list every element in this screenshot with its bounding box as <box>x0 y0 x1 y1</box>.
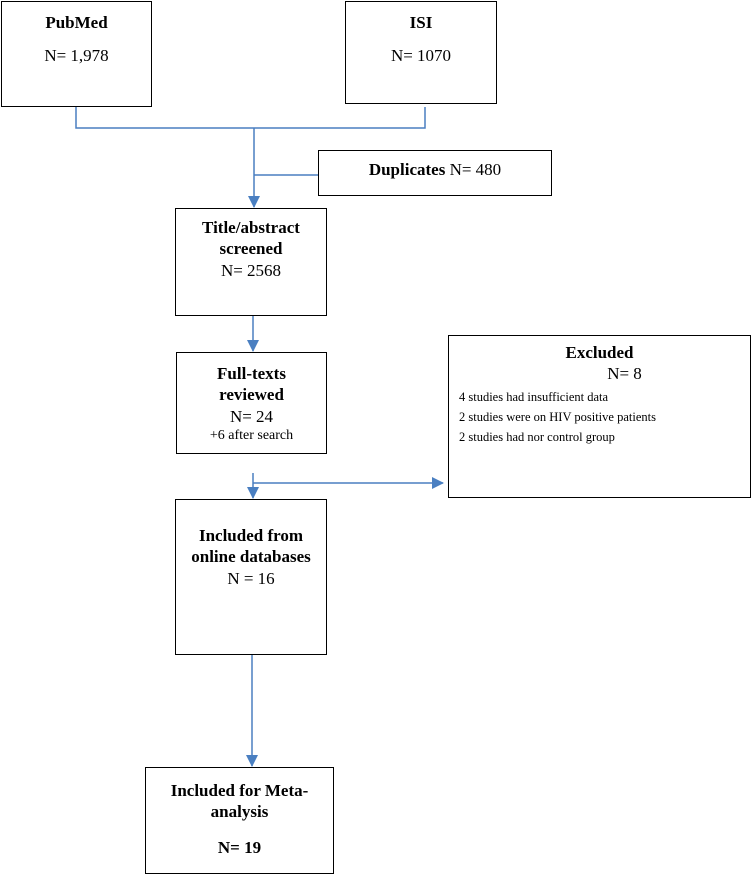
fulltext-line1: Full-texts <box>217 364 286 383</box>
isi-count: N= 1070 <box>390 46 452 66</box>
screened-box: Title/abstract screened N= 2568 <box>175 208 327 316</box>
included-online-line2: online databases <box>191 547 311 567</box>
fulltext-box: Full-texts reviewed N= 24 +6 after searc… <box>176 352 327 454</box>
excluded-box: Excluded N= 8 4 studies had insufficient… <box>448 335 751 498</box>
duplicates-title: Duplicates <box>368 160 446 179</box>
included-meta-box: Included for Meta- analysis N= 19 <box>145 767 334 874</box>
isi-box: ISI N= 1070 <box>345 1 497 104</box>
included-meta-line2: analysis <box>210 802 269 822</box>
included-meta-count: N= 19 <box>217 837 262 857</box>
pubmed-count: N= 1,978 <box>44 46 109 66</box>
screened-count: N= 2568 <box>220 260 282 280</box>
pubmed-box: PubMed N= 1,978 <box>1 1 152 107</box>
included-online-line1: Included from <box>198 526 304 545</box>
included-online-box: Included from online databases N = 16 <box>175 499 327 655</box>
duplicates-count: N= 480 <box>445 160 502 179</box>
pubmed-title: PubMed <box>45 13 108 32</box>
screened-line2: screened <box>219 239 283 259</box>
included-meta-line1: Included for Meta- <box>170 781 309 800</box>
fulltext-count: N= 24 <box>229 406 274 426</box>
excluded-reason: 4 studies had insufficient data <box>459 389 609 404</box>
isi-title: ISI <box>409 13 433 32</box>
excluded-reason: 2 studies had nor control group <box>459 429 615 444</box>
excluded-reasons: 4 studies had insufficient data 2 studie… <box>449 387 750 447</box>
screened-line1: Title/abstract <box>202 218 300 237</box>
duplicates-box: Duplicates N= 480 <box>318 150 552 196</box>
merge-connector <box>75 107 426 129</box>
fulltext-extra: +6 after search <box>209 427 294 443</box>
fulltext-line2: reviewed <box>219 385 284 405</box>
excluded-title: Excluded <box>565 343 634 362</box>
included-online-count: N = 16 <box>227 568 275 588</box>
excluded-count: N= 8 <box>607 364 642 384</box>
excluded-reason: 2 studies were on HIV positive patients <box>459 409 656 424</box>
